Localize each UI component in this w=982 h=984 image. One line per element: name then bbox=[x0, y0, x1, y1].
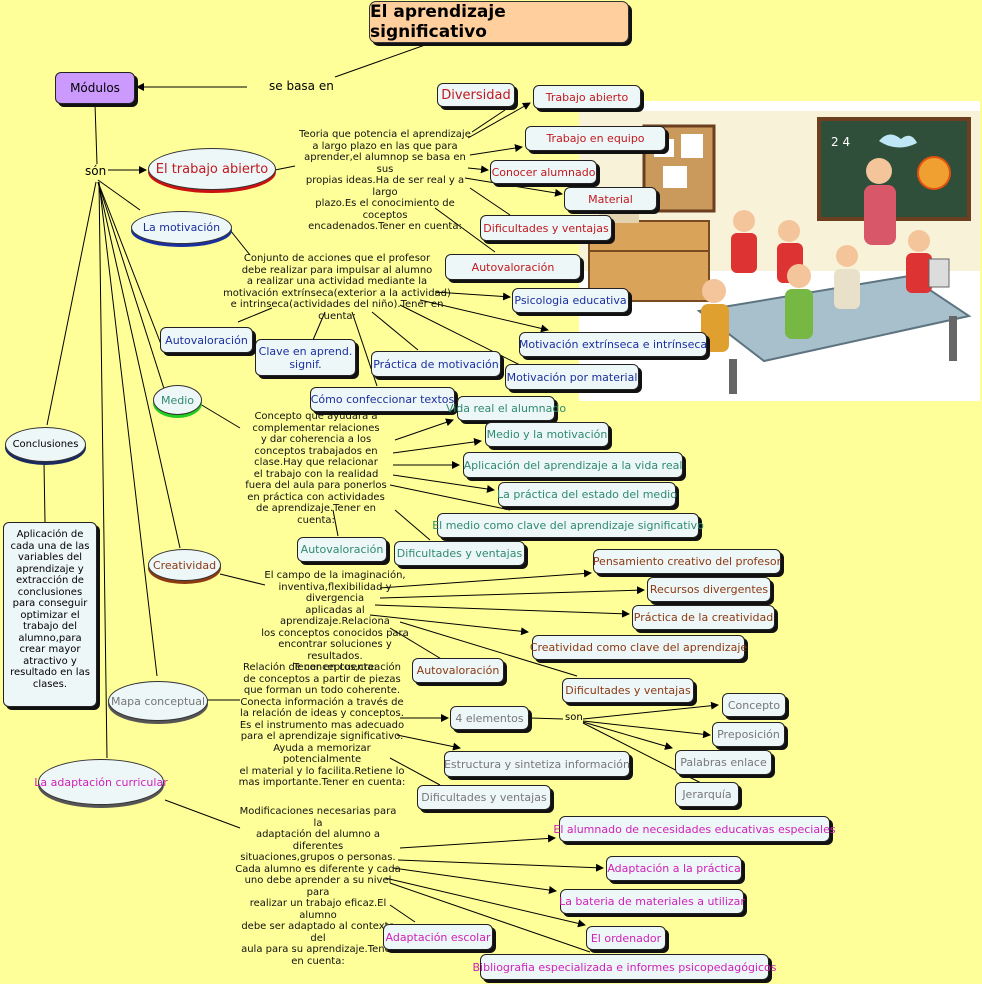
motivacion-description: Conjunto de acciones que el profesor deb… bbox=[223, 253, 451, 322]
motivacion-item[interactable]: Motivación por material bbox=[505, 364, 639, 390]
creatividad-item[interactable]: Práctica de la creatividad bbox=[632, 605, 775, 630]
creatividad-description: El campo de la imaginación, inventiva,fl… bbox=[261, 570, 409, 673]
mapa-son-label: son bbox=[565, 712, 583, 723]
motivacion-item[interactable]: Clave en aprend. signif. bbox=[255, 339, 356, 376]
se-basa-en-label: se basa en bbox=[269, 79, 334, 93]
medio-item[interactable]: Medio y la motivación bbox=[485, 422, 609, 447]
motivacion-item[interactable]: Autovaloración bbox=[160, 327, 253, 353]
medio-item[interactable]: Vida real el alumnado bbox=[446, 396, 566, 421]
adaptacion-item[interactable]: La bateria de materiales a utilizar bbox=[559, 889, 745, 914]
conclusiones-description: Aplicación de cada una de las variables … bbox=[3, 522, 97, 707]
trabajo-abierto-description: Teoria que potencia el aprendizaje a lar… bbox=[299, 129, 471, 232]
mapa-sub-item[interactable]: Concepto bbox=[722, 693, 786, 717]
adaptacion-curricular-node[interactable]: La adaptación curricular bbox=[34, 759, 168, 805]
trabajo-item[interactable]: Conocer alumnado bbox=[490, 160, 597, 184]
mapa-sub-item[interactable]: Palabras enlace bbox=[675, 750, 772, 775]
son-label: són bbox=[85, 164, 107, 178]
motivacion-item[interactable]: Práctica de motivación bbox=[371, 351, 501, 377]
mapa-item[interactable]: Dificultades y ventajas bbox=[417, 785, 551, 810]
medio-item[interactable]: La práctica del estado del medio bbox=[497, 482, 677, 507]
page-title: El aprendizaje significativo bbox=[369, 1, 629, 43]
trabajo-item[interactable]: Material bbox=[564, 187, 657, 211]
conclusiones-node[interactable]: Conclusiones bbox=[5, 427, 86, 462]
medio-node[interactable]: Medio bbox=[153, 385, 202, 415]
creatividad-node[interactable]: Creatividad bbox=[148, 549, 221, 581]
mapa-sub-item[interactable]: Jerarquía bbox=[675, 782, 739, 807]
svg-text:2 4: 2 4 bbox=[831, 135, 850, 149]
mapa-conceptual-node[interactable]: Mapa conceptual bbox=[108, 681, 208, 721]
mapa-sub-item[interactable]: Preposición bbox=[712, 722, 785, 747]
adaptacion-item[interactable]: Adaptación escolar bbox=[383, 924, 493, 950]
motivacion-node[interactable]: La motivación bbox=[131, 211, 232, 244]
motivacion-item[interactable]: Psicologia educativa bbox=[512, 288, 629, 313]
mapa-item[interactable]: 4 elementos bbox=[450, 706, 529, 730]
adaptacion-description: Modificaciones necesarias para la adapta… bbox=[235, 806, 401, 967]
modulos-node[interactable]: Módulos bbox=[55, 72, 135, 104]
motivacion-item[interactable]: Cómo confeccionar textos bbox=[310, 387, 455, 412]
medio-item[interactable]: Aplicación del aprendizaje a la vida rea… bbox=[463, 452, 683, 478]
adaptacion-item[interactable]: Bibliografia especializada e informes ps… bbox=[473, 954, 777, 980]
adaptacion-item[interactable]: El ordenador bbox=[586, 926, 666, 950]
medio-item[interactable]: Autovaloración bbox=[297, 537, 387, 562]
creatividad-item[interactable]: Pensamiento creativo del profesor bbox=[593, 549, 781, 574]
medio-item[interactable]: El medio como clave del aprendizaje sign… bbox=[432, 513, 704, 538]
adaptacion-item[interactable]: El alumnado de necesidades educativas es… bbox=[553, 816, 836, 842]
medio-item[interactable]: Dificultades y ventajas bbox=[394, 541, 525, 566]
mapa-conceptual-description: Relación de conceptos,creación de concep… bbox=[238, 662, 406, 788]
trabajo-item[interactable]: Autovaloración bbox=[445, 254, 581, 280]
trabajo-item[interactable]: Trabajo en equipo bbox=[525, 126, 666, 151]
motivacion-item[interactable]: Motivación extrínseca e intrínseca bbox=[519, 332, 707, 357]
trabajo-item[interactable]: Diversidad bbox=[437, 83, 515, 107]
trabajo-item[interactable]: Trabajo abierto bbox=[533, 85, 641, 109]
creatividad-item[interactable]: Recursos divergentes bbox=[647, 577, 771, 602]
trabajo-abierto-node[interactable]: El trabajo abierto bbox=[148, 148, 276, 190]
creatividad-item[interactable]: Autovaloración bbox=[412, 658, 504, 683]
medio-description: Concepto que ayudará a complementar rela… bbox=[245, 411, 387, 526]
adaptacion-item[interactable]: Adaptación a la práctica bbox=[606, 856, 742, 881]
creatividad-item[interactable]: Dificultades y ventajas bbox=[562, 678, 694, 703]
trabajo-item[interactable]: Dificultades y ventajas bbox=[480, 215, 612, 241]
creatividad-item[interactable]: Creatividad como clave del aprendizaje bbox=[530, 635, 747, 660]
mapa-item[interactable]: Estructura y sintetiza información bbox=[444, 751, 630, 777]
